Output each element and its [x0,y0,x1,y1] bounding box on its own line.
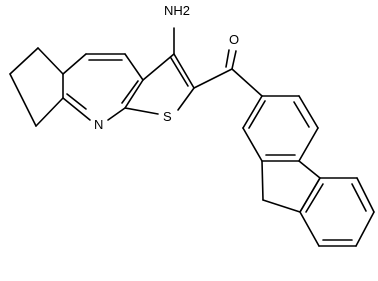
bond-py-4-inner [121,80,139,104]
carbonyl-group [193,49,263,97]
bond-fb-6 [299,177,321,213]
bond-py-3 [124,53,144,81]
bond-carbonyl-o-2 [225,49,230,68]
bond-th-4 [142,53,175,81]
bond-py-6-inner [66,93,87,110]
bond-fb-3 [355,211,375,247]
bond-fb-6-inner [305,183,324,213]
fluorene-ring-b [299,177,375,247]
bond-py-6 [62,97,91,121]
bond-py-1 [62,53,87,75]
bond-fb-5 [299,211,320,247]
bond-fa-2-inner [293,101,310,128]
bond-carbonyl-ring [231,68,263,97]
bond-fb-2-inner [351,183,367,212]
fluorene-ring-a [242,95,319,162]
bond-th-2 [177,87,195,111]
cyclopentane-ring [9,47,64,127]
bond-fa-6-inner [248,100,266,129]
bond-fb-2 [356,177,375,213]
bond-carbonyl-o-1 [231,50,237,70]
bond-py-5 [107,107,126,121]
bond-fa-5 [242,127,263,162]
bond-fa-3 [298,127,319,162]
bond-fa-6 [242,95,263,129]
bond-c4-c5 [35,97,64,127]
bond-th-3 [173,53,195,89]
bond-th-1 [124,107,159,115]
bond-fc-3 [298,160,321,179]
bond-fc-1 [261,160,264,201]
bond-py-4 [124,79,144,109]
sulfur-label: S [163,109,172,124]
bond-c2-c3 [37,47,64,75]
bond-fa-2 [298,95,319,129]
oxygen-label: O [229,32,239,47]
bond-c5-c1 [9,73,37,127]
bond-th-carbonyl [193,68,233,89]
thiophene-ring [124,53,195,115]
bond-th-3-inner [170,57,189,87]
bond-fc-2 [262,199,301,213]
bond-c1-c2 [9,47,39,75]
pyridine-ring [62,53,144,121]
nitrogen-label: N [94,117,103,132]
amine-label: NH2 [164,3,190,18]
